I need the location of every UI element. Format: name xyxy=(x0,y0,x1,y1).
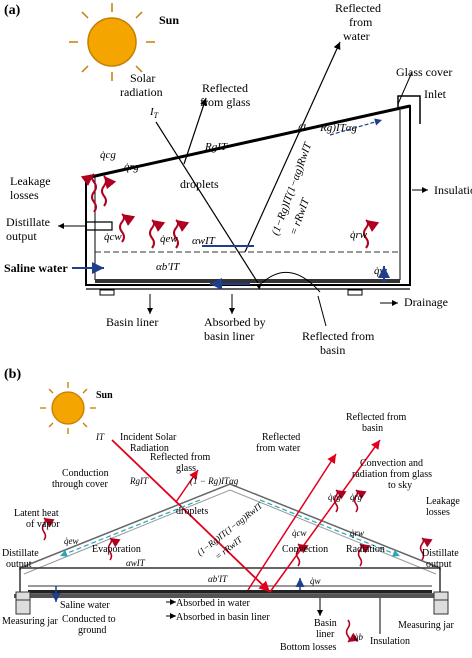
insulation-label-b: Insulation xyxy=(370,636,410,647)
basin-liner-label-b: Basin liner xyxy=(314,618,339,640)
heat-flux-waves-a xyxy=(80,173,380,249)
q-rg-label: q̇rg xyxy=(124,161,139,173)
alpha-w-it-label: αwIT xyxy=(192,235,216,247)
basin-liner xyxy=(95,279,400,283)
q-rw-label-b: q̇rw xyxy=(350,528,364,538)
measuring-jar-right xyxy=(433,591,449,615)
q-b-label-b: q̇b xyxy=(354,632,364,642)
still-outline xyxy=(85,104,411,286)
latent-heat-label: Latent heat of vapor xyxy=(14,508,61,530)
distillate-right-label: Distillate output xyxy=(422,548,461,570)
incident-beam-b xyxy=(111,439,271,593)
q-w-label: q̇w xyxy=(374,265,388,277)
it-label-b: IT xyxy=(95,432,105,442)
it-label: IT xyxy=(149,106,159,120)
insulation-label: Insulation xyxy=(434,183,472,197)
reflected-basin-label-b: Reflected from basin xyxy=(346,412,409,434)
reflected-glass-label: Reflected from glass xyxy=(200,81,251,109)
measuring-jar-left-label: Measuring jar xyxy=(2,616,58,627)
absorbed-water-label: Absorbed in water xyxy=(176,598,251,609)
leakage-label-b: Leakage losses xyxy=(426,496,462,518)
basin-liner-label: Basin liner xyxy=(106,315,158,329)
reflected-basin-ray xyxy=(255,271,321,293)
rg-it-label-b: RgIT xyxy=(129,476,149,486)
bottom-losses-label: Bottom losses xyxy=(280,642,337,653)
expr-top-label-b: (1 − Rg)ITαg xyxy=(190,476,239,486)
measuring-jar-left xyxy=(15,591,31,615)
alpha-w-it-label-b: αwIT xyxy=(126,558,146,568)
alpha-b-it-label-b: αb'IT xyxy=(208,574,228,584)
radiation-label: Radiation xyxy=(346,544,385,555)
reflected-water-label: Reflected from water xyxy=(335,1,384,43)
sun-label: Sun xyxy=(159,13,179,27)
reflected-basin-label: Reflected from basin xyxy=(302,329,377,357)
panel-a-tag: (a) xyxy=(4,3,21,18)
expr-top-label: (1 − Rg)ITαg xyxy=(298,122,358,134)
sun-icon xyxy=(69,3,155,81)
measuring-jar-right-label: Measuring jar xyxy=(398,620,454,631)
incident-label: Incident Solar Radiation xyxy=(120,432,179,454)
saline-water-label-b: Saline water xyxy=(60,600,110,611)
q-ew-label: q̇ew xyxy=(160,233,178,245)
droplets-label: droplets xyxy=(180,177,219,191)
reflected-basin-ray-b xyxy=(269,439,381,593)
sun-label-b: Sun xyxy=(96,390,113,401)
conducted-ground-label: Conducted to ground xyxy=(62,614,118,636)
reflected-water-label-b: Reflected from water xyxy=(256,432,303,454)
solar-radiation-label: Solar radiation xyxy=(120,71,163,99)
reflected-glass-label-b: Reflected from glass xyxy=(150,452,213,474)
reflected-glass-ray-b xyxy=(175,469,199,503)
conv-rad-sky-label: Convection and radiation from glass to s… xyxy=(352,458,434,491)
q-w-label-b: q̇w xyxy=(310,576,321,586)
reflected-glass-ray xyxy=(183,97,208,165)
reflected-water-ray xyxy=(244,41,341,253)
absorbed-label: Absorbed by basin liner xyxy=(204,315,269,343)
heat-flux-waves-b xyxy=(41,489,433,643)
q-cw-label-b: q̇cw xyxy=(292,528,307,538)
q-cg-label-b: q̇cg xyxy=(328,492,341,502)
panel-b-tag: (b) xyxy=(4,367,21,382)
saline-water-label: Saline water xyxy=(4,261,68,275)
inlet-label: Inlet xyxy=(424,87,447,101)
q-cg-label: q̇cg xyxy=(100,149,116,161)
glass-cover-label: Glass cover xyxy=(396,65,452,79)
convection-label: Convection xyxy=(282,544,328,555)
glass-cover-b xyxy=(19,483,441,569)
rg-it-label: RgIT xyxy=(204,141,228,153)
incident-beam xyxy=(155,121,259,284)
distillate-label: Distillate output xyxy=(6,215,53,243)
q-ew-label-b: q̇ew xyxy=(64,536,79,546)
q-rw-label: q̇rw xyxy=(350,229,368,241)
droplets-label-b: droplets xyxy=(176,506,208,517)
alpha-b-it-label: αb'IT xyxy=(156,261,180,273)
drainage-label: Drainage xyxy=(404,295,448,309)
leakage-label: Leakage losses xyxy=(10,174,54,202)
sun-icon-b xyxy=(40,382,96,434)
panel-b: (b) Sun IT Incident Solar Radiation xyxy=(2,367,462,653)
distillate-channel xyxy=(85,221,113,231)
q-rg-label-b: q̇rg xyxy=(350,492,363,502)
inlet-pipe xyxy=(397,95,421,124)
basin-liner-b xyxy=(28,590,432,593)
absorbed-liner-label: Absorbed in basin liner xyxy=(176,612,270,623)
evaporation-label: Evaporation xyxy=(92,544,141,555)
reflected-water-ray-b xyxy=(247,453,337,591)
q-cw-label: q̇cw xyxy=(104,231,122,243)
glass-cover xyxy=(85,104,411,180)
panel-a: (a) Sun Solar radiation IT xyxy=(4,1,472,357)
distillate-left-label: Distillate output xyxy=(2,548,41,570)
conduction-cover-label: Conduction through cover xyxy=(52,468,111,490)
